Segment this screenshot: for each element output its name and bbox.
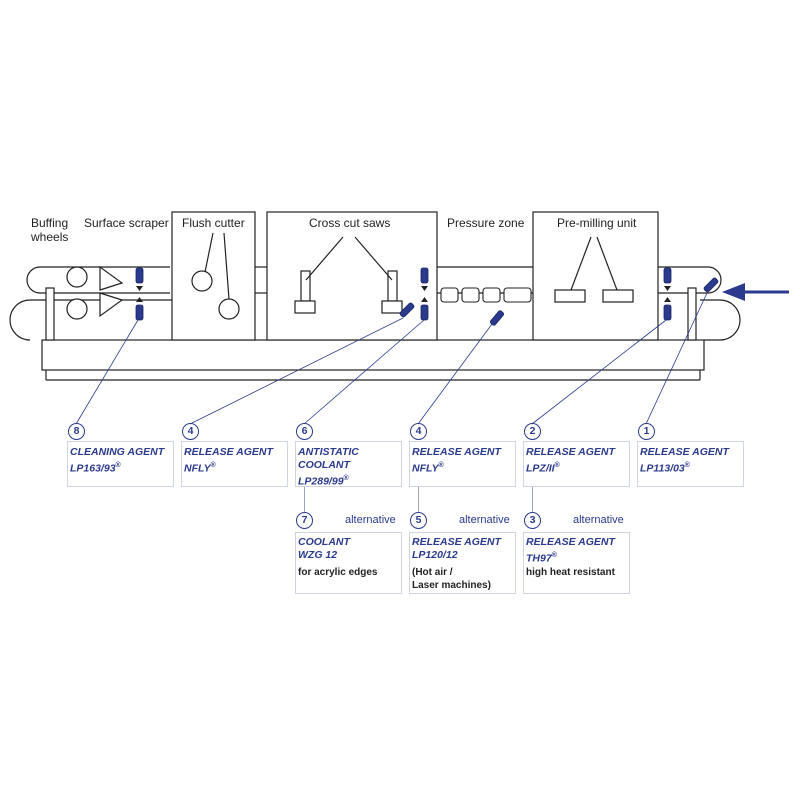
nozzle-4b — [489, 310, 505, 326]
registered-mark: ® — [343, 475, 349, 482]
product-card — [295, 441, 402, 487]
product-number-badge: 8 — [68, 423, 85, 440]
product-number-badge: 4 — [182, 423, 199, 440]
product-name: CLEANING AGENT LP163/93® — [70, 446, 164, 476]
product-name-line: COOLANT — [298, 459, 350, 471]
alternative-note: high heat resistant — [526, 566, 615, 579]
label-surface-scraper: Surface scraper — [84, 216, 169, 230]
nozzle-4a — [399, 302, 415, 318]
product-name: RELEASE AGENT NFLY® — [412, 446, 501, 476]
product-name: RELEASE AGENT LPZ/II® — [526, 446, 615, 476]
product-name-line: NFLY® — [412, 462, 444, 475]
note-line: (Hot air / — [412, 567, 453, 578]
product-name-line: LP120/12 — [412, 549, 458, 561]
connector-line — [304, 487, 305, 513]
product-number-badge: 1 — [638, 423, 655, 440]
nozzle-2-bottom — [663, 304, 672, 321]
product-name-line: TH97® — [526, 552, 557, 565]
alternative-number-badge: 5 — [410, 512, 427, 529]
product-name-line: LP289/99® — [298, 475, 349, 488]
alternative-note: (Hot air / Laser machines) — [412, 566, 491, 592]
label-buffing-wheels: Buffing wheels — [31, 216, 69, 244]
pre-milling-unit — [532, 211, 659, 341]
product-name-line: LPZ/II® — [526, 462, 560, 475]
product-name-line: RELEASE AGENT — [526, 446, 615, 458]
product-name-line: ANTISTATIC — [298, 446, 359, 458]
cross-cut-saws-unit — [266, 211, 438, 341]
alternative-label: alternative — [345, 514, 396, 526]
nozzle-6-bottom — [420, 304, 429, 321]
product-name-line: RELEASE AGENT — [184, 446, 273, 458]
feed-direction-arrow-icon — [722, 283, 789, 301]
flush-cutter-unit — [171, 211, 256, 341]
nozzle-6-top — [420, 267, 429, 284]
registered-mark: ® — [684, 462, 690, 469]
alternative-number-badge: 3 — [524, 512, 541, 529]
product-number-badge: 6 — [296, 423, 313, 440]
registered-mark: ® — [551, 552, 557, 559]
product-name-line: RELEASE AGENT — [526, 536, 615, 548]
alternative-note: for acrylic edges — [298, 566, 377, 579]
product-card — [523, 441, 630, 487]
label-pre-milling-unit: Pre-milling unit — [557, 216, 637, 230]
product-name-line: RELEASE AGENT — [412, 446, 501, 458]
product-name-line: NFLY® — [184, 462, 216, 475]
product-name-line: RELEASE AGENT — [412, 536, 501, 548]
alternative-label: alternative — [459, 514, 510, 526]
label-flush-cutter: Flush cutter — [182, 216, 245, 230]
connector-line — [418, 487, 419, 513]
product-card — [181, 441, 288, 487]
product-number-badge: 4 — [410, 423, 427, 440]
product-name: RELEASE AGENT LP113/03® — [640, 446, 729, 476]
alternative-card — [409, 532, 516, 594]
alternative-card — [295, 532, 402, 594]
product-card — [637, 441, 744, 487]
nozzle-1-top — [663, 267, 672, 284]
buffing-wheels — [66, 265, 124, 320]
product-name-line: CLEANING AGENT — [70, 446, 165, 458]
note-line: high heat resistant — [526, 567, 615, 578]
product-name-line: RELEASE AGENT — [640, 446, 729, 458]
nozzle-1-angled — [703, 277, 719, 293]
product-number-badge: 2 — [524, 423, 541, 440]
note-line: Laser machines) — [412, 580, 491, 591]
product-name-line: WZG 12 — [298, 549, 338, 561]
registered-mark: ® — [115, 462, 121, 469]
label-pressure-zone: Pressure zone — [447, 216, 525, 230]
product-name-line: COOLANT — [298, 536, 350, 548]
registered-mark: ® — [210, 462, 216, 469]
product-name: RELEASE AGENT NFLY® — [184, 446, 273, 476]
product-name-line: LP163/93® — [70, 462, 121, 475]
alternative-number-badge: 7 — [296, 512, 313, 529]
spray-nozzles — [135, 267, 719, 326]
leader-lines — [75, 292, 708, 425]
registered-mark: ® — [554, 462, 560, 469]
alternative-product-name: RELEASE AGENT TH97® — [526, 536, 615, 566]
label-cross-cut-saws: Cross cut saws — [309, 216, 391, 230]
nozzle-8-bottom — [135, 304, 144, 321]
connector-line — [532, 487, 533, 513]
note-line: for acrylic edges — [298, 567, 378, 578]
product-card — [67, 441, 174, 487]
alternative-card — [523, 532, 630, 594]
registered-mark: ® — [438, 462, 444, 469]
product-name-line: LP113/03® — [640, 462, 690, 475]
product-card — [409, 441, 516, 487]
nozzle-8-top — [135, 267, 144, 284]
pressure-zone-rollers — [440, 287, 532, 303]
alternative-label: alternative — [573, 514, 624, 526]
